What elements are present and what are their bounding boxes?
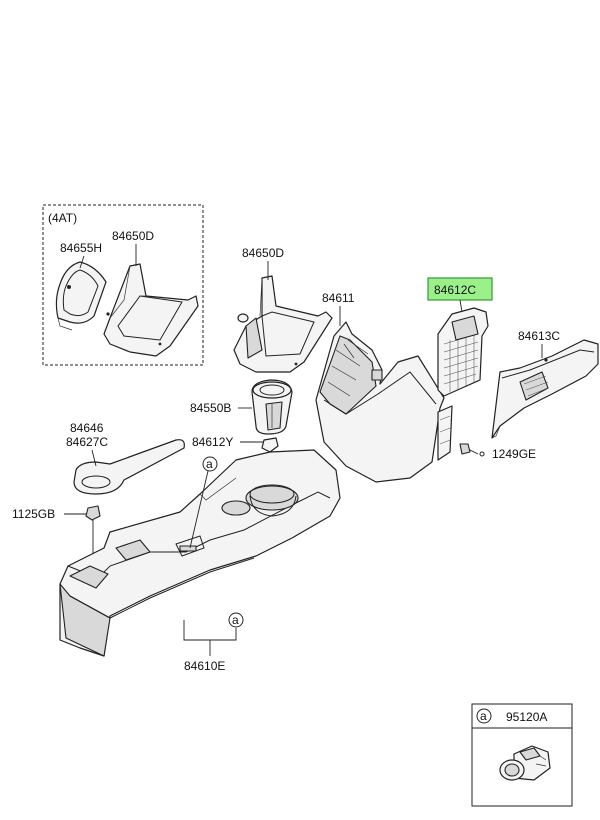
label-84610E: 84610E — [184, 659, 225, 673]
label-84655H: 84655H — [60, 241, 102, 255]
callout-a-console-bottom: a — [228, 612, 244, 628]
inset-box-95120A — [471, 703, 573, 807]
label-84550B: 84550B — [190, 401, 231, 415]
label-84627C: 84627C — [66, 435, 108, 449]
part-84611-fascia[interactable] — [315, 321, 445, 483]
part-84612C-panel[interactable] — [437, 307, 489, 461]
label-84613C: 84613C — [518, 329, 560, 343]
svg-text:a: a — [206, 457, 213, 471]
svg-text:a: a — [480, 709, 487, 723]
svg-text:a: a — [232, 613, 239, 627]
part-84610E-console[interactable] — [59, 449, 341, 657]
part-84655H-bezel[interactable] — [55, 261, 107, 331]
label-1125GB: 1125GB — [12, 507, 55, 521]
callout-a-console-top: a — [189, 456, 218, 549]
label-84650D-b: 84650D — [242, 246, 284, 260]
callout-a-inset: a — [476, 708, 492, 724]
group-4at-box — [42, 204, 204, 366]
label-95120A: 95120A — [506, 710, 547, 724]
part-84650D-cover-4at[interactable] — [103, 263, 199, 357]
group-4at-label: (4AT) — [48, 211, 77, 225]
label-1249GE: 1249GE — [492, 447, 536, 461]
label-84646: 84646 — [70, 421, 104, 435]
part-1249GE-screw[interactable] — [459, 443, 485, 457]
label-84611: 84611 — [322, 291, 355, 305]
label-84612C: 84612C — [434, 283, 476, 297]
part-84650D-shift-cover[interactable] — [233, 275, 333, 373]
part-95120A-socket[interactable] — [499, 745, 551, 781]
part-84550B-cup-holder[interactable] — [251, 379, 293, 435]
part-84613C-cover[interactable] — [491, 339, 599, 439]
label-84612Y: 84612Y — [192, 435, 233, 449]
part-84646-mat[interactable] — [73, 439, 185, 495]
label-84650D-a: 84650D — [112, 229, 154, 243]
